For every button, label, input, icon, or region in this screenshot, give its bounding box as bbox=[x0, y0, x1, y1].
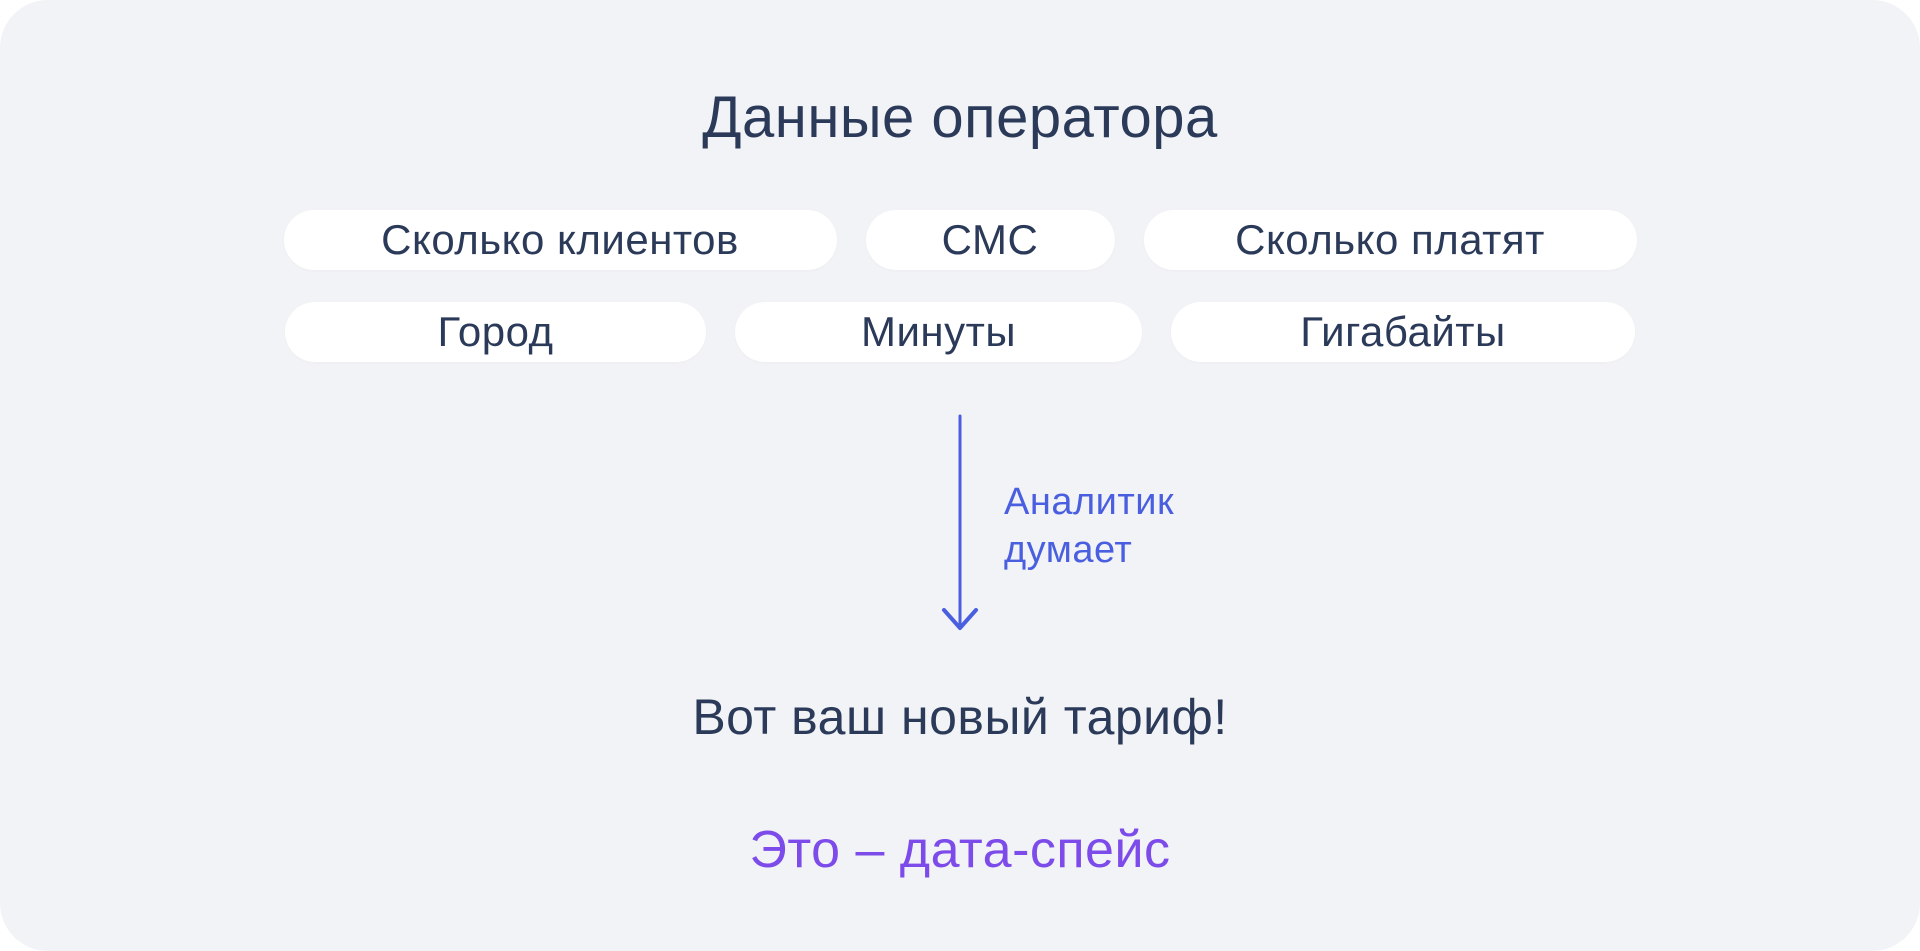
footer-dataspace-text: Это – дата-спейс bbox=[749, 821, 1171, 879]
pill-minutes: Минуты bbox=[735, 302, 1142, 362]
pill-how-much-they-pay: Сколько платят bbox=[1143, 210, 1637, 270]
page-title: Данные оператора bbox=[702, 85, 1218, 150]
pill-city: Город bbox=[285, 302, 706, 362]
pill-how-many-clients: Сколько клиентов bbox=[283, 210, 837, 270]
pill-sms: СМС bbox=[865, 210, 1115, 270]
pills-container: Сколько клиентов СМС Сколько платят Горо… bbox=[0, 210, 1920, 362]
result-text: Вот ваш новый тариф! bbox=[692, 689, 1228, 745]
pill-gigabytes: Гигабайты bbox=[1171, 302, 1635, 362]
arrow-label-analyst-thinks: Аналитик думает bbox=[1004, 481, 1175, 571]
down-arrow-icon bbox=[942, 414, 978, 630]
pill-row-1: Сколько клиентов СМС Сколько платят bbox=[283, 210, 1637, 270]
pill-row-2: Город Минуты Гигабайты bbox=[285, 302, 1635, 362]
